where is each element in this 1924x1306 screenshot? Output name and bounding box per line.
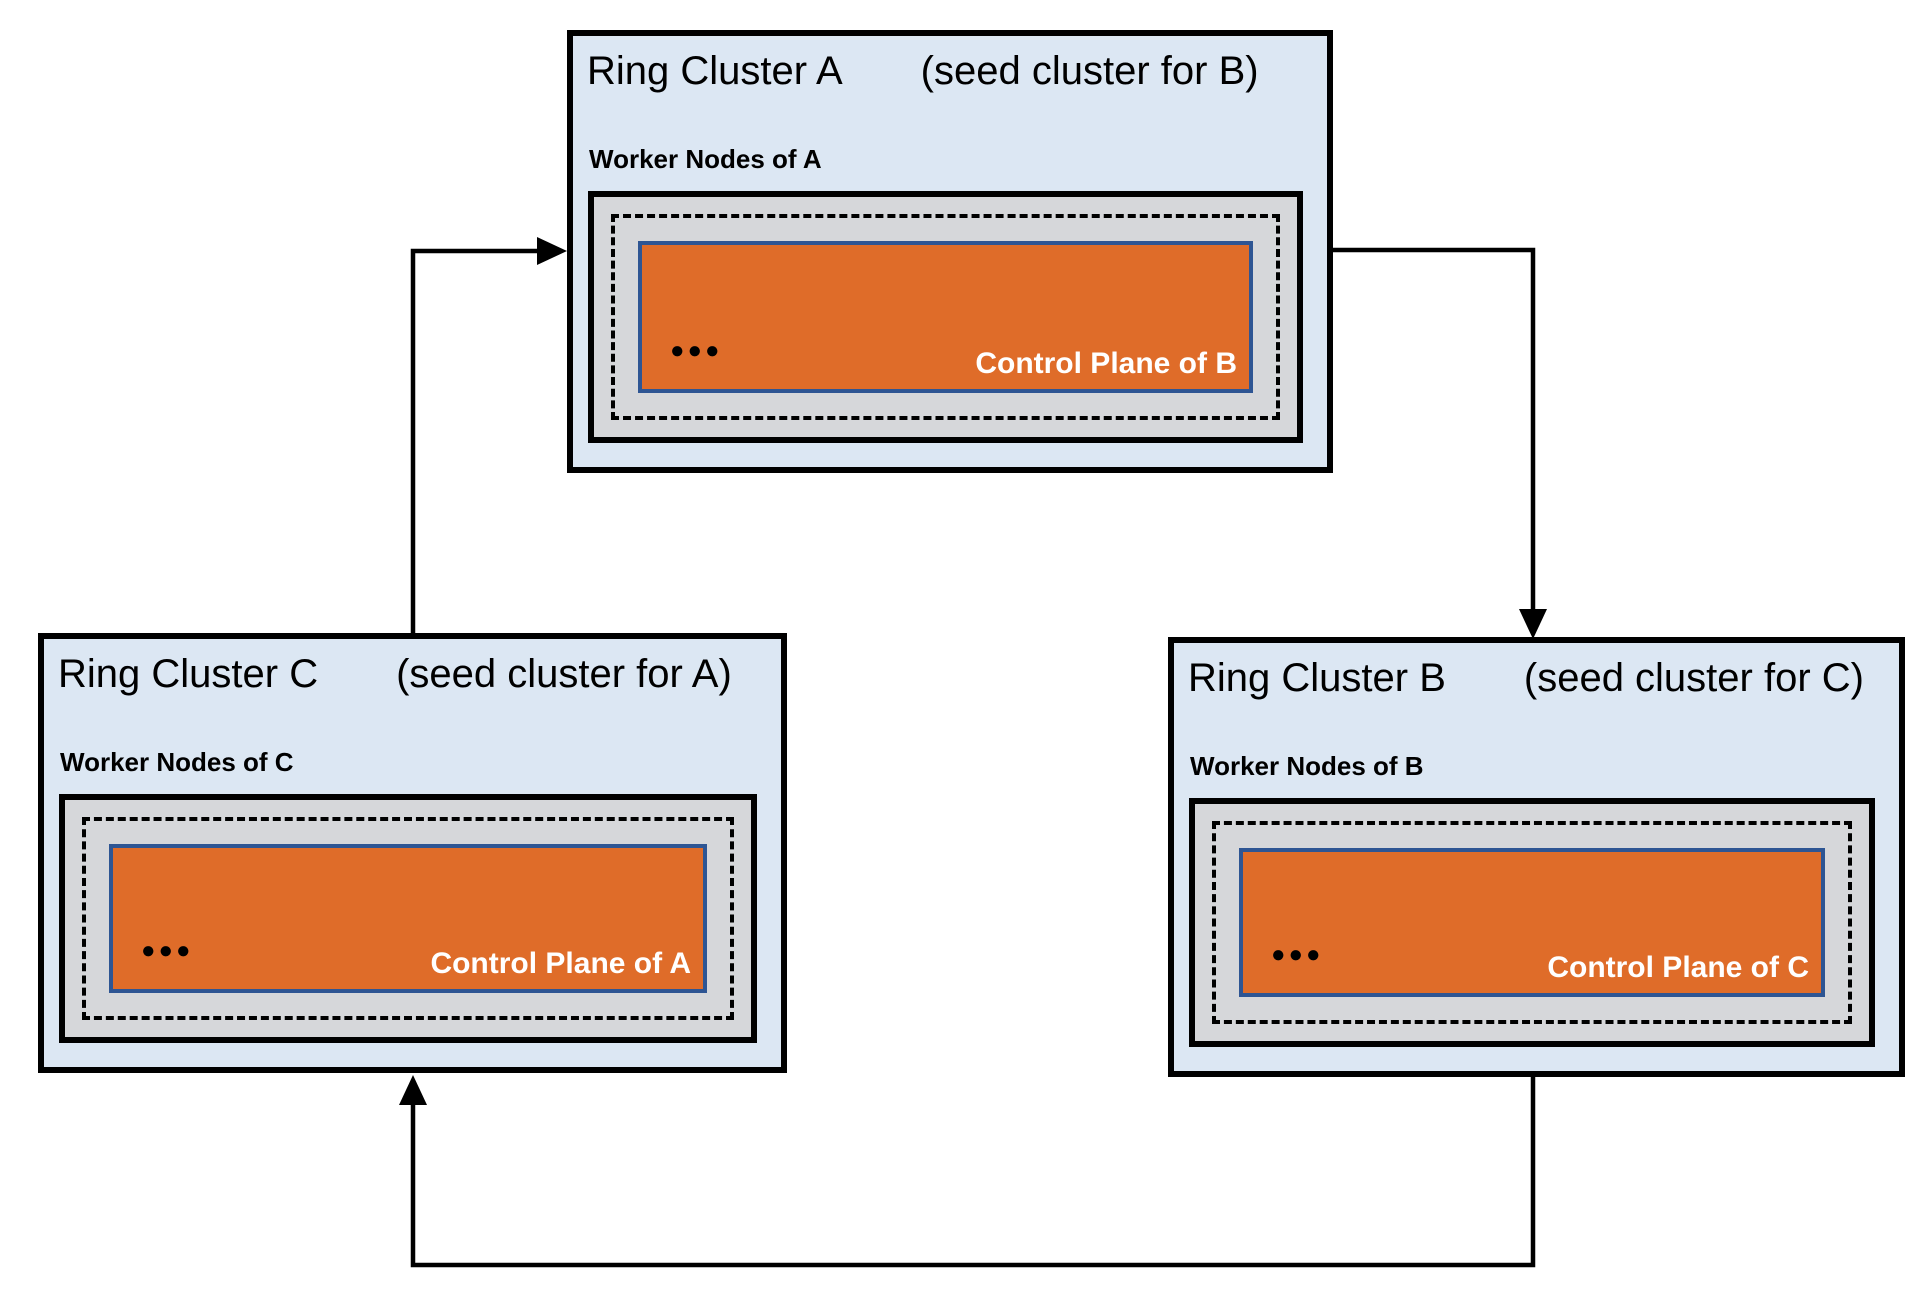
arrow-b-to-c [399, 1075, 1536, 1268]
control-plane-of-a-label: Control Plane of A [430, 946, 691, 980]
worker-nodes-a-box: ●●● Control Plane of B [588, 191, 1303, 443]
cluster-a-dashed-boundary: ●●● Control Plane of B [611, 214, 1280, 420]
worker-nodes-b-box: ●●● Control Plane of C [1189, 798, 1875, 1047]
worker-nodes-c-label: Worker Nodes of C [60, 747, 294, 777]
worker-nodes-a-label: Worker Nodes of A [589, 144, 822, 174]
cluster-a-name: Ring Cluster A [587, 49, 843, 93]
cluster-box-c: Ring Cluster C (seed cluster for A) Work… [38, 633, 787, 1073]
arrow-a-to-b [1333, 247, 1547, 639]
arrow-c-to-a [410, 237, 567, 633]
control-plane-of-c-box: ●●● Control Plane of C [1239, 848, 1825, 997]
cluster-c-name: Ring Cluster C [58, 652, 319, 696]
control-plane-of-c-label: Control Plane of C [1547, 950, 1809, 984]
cluster-b-name: Ring Cluster B [1188, 656, 1446, 700]
cluster-a-title-row: Ring Cluster A (seed cluster for B) [587, 48, 1317, 94]
cluster-a-seed-note: (seed cluster for B) [920, 49, 1259, 93]
control-plane-of-a-box: ●●● Control Plane of A [109, 844, 707, 993]
cluster-c-dashed-boundary: ●●● Control Plane of A [82, 817, 734, 1020]
cluster-b-seed-note: (seed cluster for C) [1523, 656, 1864, 700]
arrowhead-up-icon [399, 1075, 427, 1105]
cluster-box-b: Ring Cluster B (seed cluster for C) Work… [1168, 637, 1905, 1077]
arrowhead-right-icon [537, 237, 567, 265]
ellipsis-dots-icon: ●●● [1271, 941, 1324, 968]
ellipsis-dots-icon: ●●● [141, 937, 194, 964]
worker-nodes-b-label: Worker Nodes of B [1190, 751, 1424, 781]
worker-nodes-c-box: ●●● Control Plane of A [59, 794, 757, 1043]
control-plane-of-b-box: ●●● Control Plane of B [638, 241, 1253, 393]
cluster-b-dashed-boundary: ●●● Control Plane of C [1212, 821, 1852, 1024]
cluster-box-a: Ring Cluster A (seed cluster for B) Work… [567, 30, 1333, 473]
cluster-b-title-row: Ring Cluster B (seed cluster for C) [1188, 655, 1889, 701]
control-plane-of-b-label: Control Plane of B [975, 346, 1237, 380]
cluster-c-title-row: Ring Cluster C (seed cluster for A) [58, 651, 771, 697]
cluster-c-seed-note: (seed cluster for A) [396, 652, 732, 696]
arrowhead-down-icon [1519, 609, 1547, 639]
ellipsis-dots-icon: ●●● [670, 337, 723, 364]
